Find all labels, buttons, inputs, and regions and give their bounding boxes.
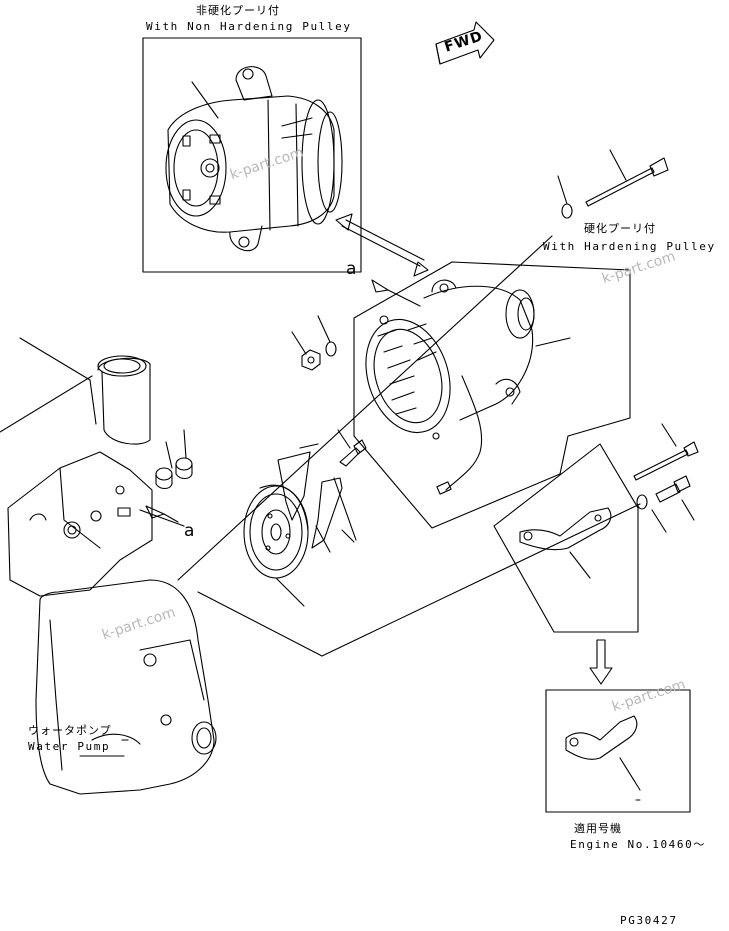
- washer-small-icon: [317, 315, 337, 357]
- bracket-bolt-icon: [633, 423, 699, 481]
- bracket-short-bolt-icon: [655, 475, 695, 521]
- top-inset-title-en: With Non Hardening Pulley: [146, 20, 352, 33]
- drawing-number: PG30427: [620, 914, 678, 927]
- water-pump-icon: [0, 337, 217, 795]
- water-pump-label-en: Water Pump: [28, 740, 111, 753]
- right-inset-title-jp: 硬化プーリ付: [584, 222, 656, 235]
- down-arrow-icon: [589, 639, 613, 685]
- top-inset-frame: [142, 37, 362, 273]
- bolt-icon: [585, 149, 669, 207]
- bracket-variant-icon: [565, 715, 641, 801]
- callout-a-top: a: [346, 259, 357, 279]
- interchange-arrow-icon: [335, 213, 429, 277]
- bracket-washer-icon: [636, 494, 667, 533]
- top-inset-title-jp: 非硬化プーリ付: [196, 4, 280, 17]
- right-inset-title-en: With Hardening Pulley: [543, 240, 716, 253]
- water-pump-label-jp: ウォータポンプ: [28, 724, 112, 737]
- small-bolt-icon: [337, 429, 367, 467]
- bottom-inset-frame: [545, 689, 691, 813]
- applicable-label-jp: 適用号機: [574, 822, 622, 835]
- callout-a-arrow-icon: [371, 279, 421, 307]
- belt-icon: [277, 443, 357, 553]
- assembly-guide-lines: [139, 235, 641, 657]
- callout-a-pump: a: [184, 521, 195, 541]
- bracket-frame: [493, 443, 639, 633]
- alternator-main-icon: [353, 261, 631, 529]
- alternator-icon: [165, 66, 343, 252]
- applicable-label-en: Engine No.10460～: [570, 838, 706, 851]
- pulley-icon: [243, 484, 309, 607]
- fwd-arrow-icon: [435, 21, 495, 65]
- washer-icon: [557, 175, 573, 219]
- bracket-icon: [519, 507, 612, 579]
- nut-icon: [291, 331, 321, 371]
